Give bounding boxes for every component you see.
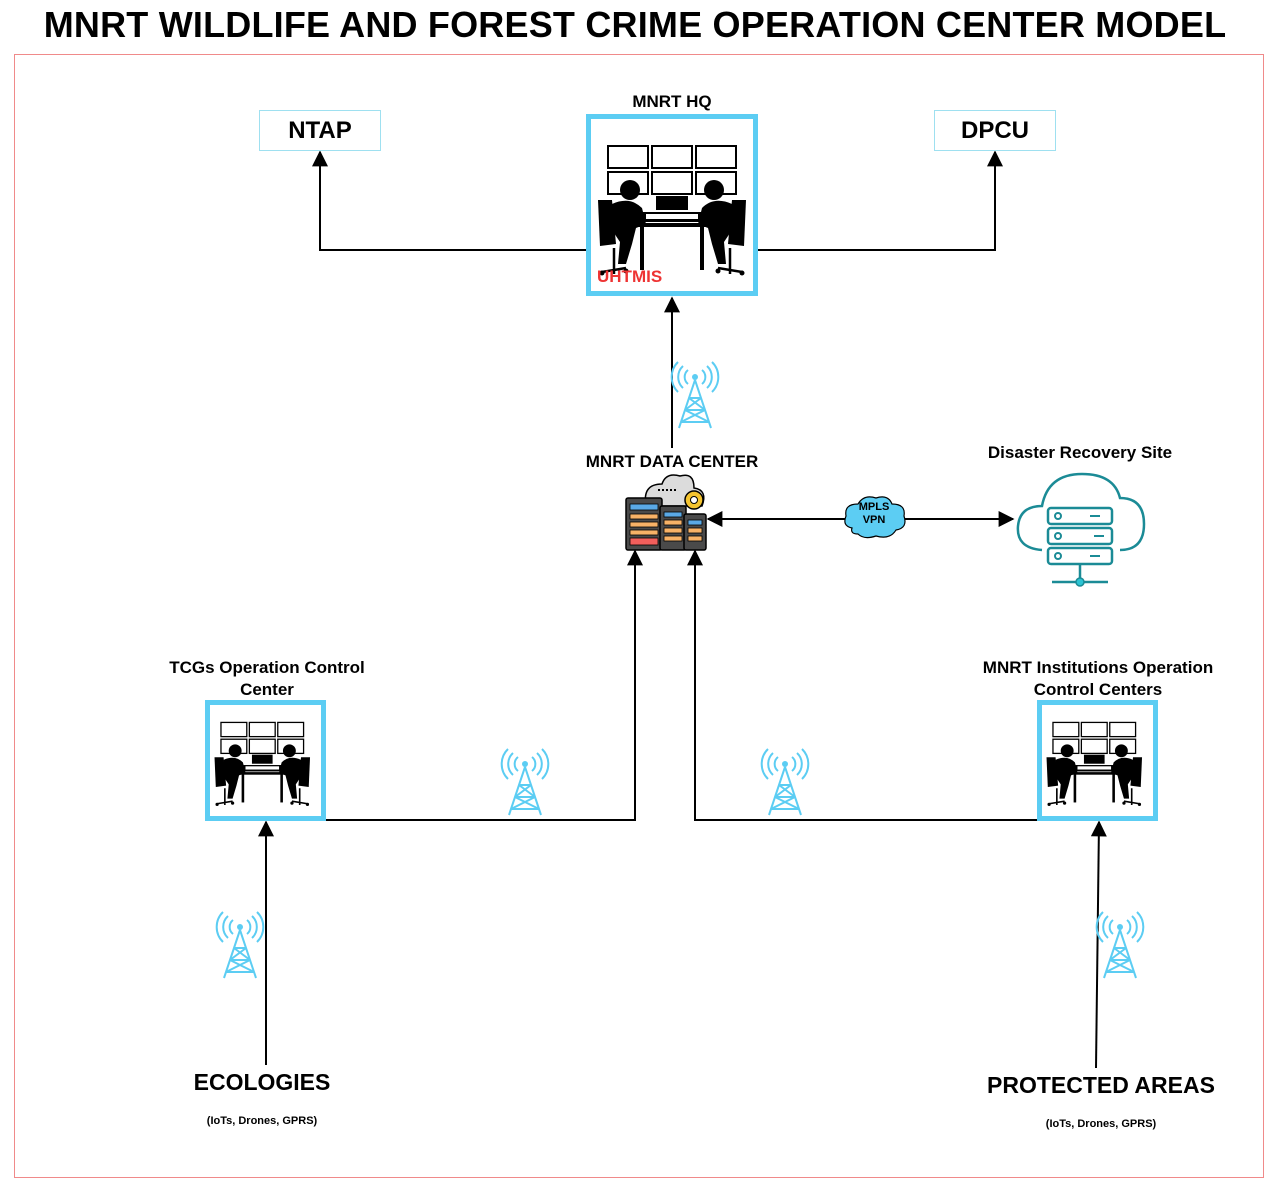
operators-workstation-icon <box>596 144 748 277</box>
tcgs-label: TCGs Operation Control Center <box>169 658 365 699</box>
tcgs-operation-center <box>205 700 326 821</box>
cell-tower-icon <box>215 911 265 979</box>
connector-hq-dpcu <box>756 150 1003 251</box>
cell-tower-icon <box>760 748 810 816</box>
operators-workstation-icon <box>213 721 311 807</box>
cloud-server-icon <box>1016 472 1146 587</box>
mpls-vpn-cloud-icon <box>844 496 906 539</box>
protected-areas-sublabel: (IoTs, Drones, GPRS) <box>1045 1118 1157 1130</box>
cell-tower-icon <box>670 361 720 429</box>
ntap-node: NTAP <box>259 110 381 151</box>
data-center-label: MNRT DATA CENTER <box>585 452 759 471</box>
connector-hq-ntap <box>312 150 588 251</box>
ecologies-label: ECOLOGIES <box>193 1069 331 1095</box>
dpcu-label: DPCU <box>960 116 1029 144</box>
diagram-frame <box>14 54 1264 1178</box>
data-center-icon <box>625 474 707 551</box>
diagram-title: MNRT WILDLIFE AND FOREST CRIME OPERATION… <box>43 4 1227 45</box>
cell-tower-icon <box>500 748 550 816</box>
dr-site-label: Disaster Recovery Site <box>987 443 1173 462</box>
ntap-label: NTAP <box>288 116 352 144</box>
institutions-label: MNRT Institutions Operation Control Cent… <box>982 658 1214 699</box>
connector-protected-inst <box>1090 820 1107 1069</box>
hq-label: MNRT HQ <box>632 92 712 111</box>
institutions-operation-center <box>1037 700 1158 821</box>
hq-operation-center: UHTMIS <box>586 114 758 296</box>
operators-workstation-icon <box>1045 721 1143 807</box>
connector-tcgs-dc <box>325 549 643 821</box>
uhtmis-label: UHTMIS <box>597 267 663 286</box>
ecologies-sublabel: (IoTs, Drones, GPRS) <box>206 1115 318 1127</box>
cell-tower-icon <box>1095 911 1145 979</box>
dpcu-node: DPCU <box>934 110 1056 151</box>
connector-inst-dc <box>687 549 1037 821</box>
protected-areas-label: PROTECTED AREAS <box>987 1072 1215 1098</box>
